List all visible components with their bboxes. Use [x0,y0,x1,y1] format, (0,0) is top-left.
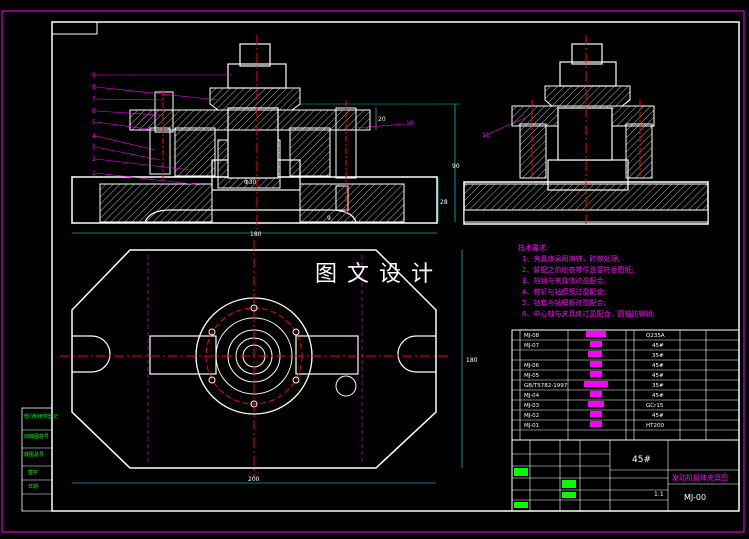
watermark-text: 图文设计 [315,262,444,287]
part-code-2: MJ-07 [524,343,540,349]
part-mat-5: 45# [652,373,664,379]
part-mat-9: 45# [652,413,664,419]
balloon-9: 9 [92,72,96,79]
dim-front-base: 28 [440,199,448,206]
balloon-7: 7 [92,96,96,103]
part-mat-6: 35# [652,383,664,389]
balloon-2: 2 [92,156,96,163]
part-mat-1: Q235A [646,333,665,339]
technical-requirements: 技术要求: 1、夹具体采用铸铁，时效处理; 2、装配之前检查零件是否符合图纸; … [518,243,655,318]
front-section-view: 180 90 28 Φ30 9 20 9 8 7 6 5 4 3 2 [71,35,526,238]
tech-req-line-5: 5、钻套与钻模板过盈配合; [522,298,606,307]
tech-req-line-6: 6、中心轴与夹具体过盈配合，圆轴防转销; [522,309,655,318]
part-code-5: MJ-05 [524,373,540,379]
stamp-label-1: 借(通)用件登记 [24,413,58,420]
balloon-4: 4 [92,133,96,140]
tech-req-line-4: 4、螺钉与钻模板过盈配合; [522,287,606,296]
part-code-6: GB/T5782-1997 [524,383,568,389]
part-code-10: MJ-01 [524,423,539,429]
title-drawing-name: 发动机机体夹具图 [672,473,728,482]
dim-front-height: 90 [452,163,460,170]
side-section-view [463,35,709,225]
parts-list: MJ-08 MJ-07 MJ-06 MJ-05 GB/T5782-1997 MJ… [511,329,740,441]
plan-view: 200 180 [60,240,478,484]
stamp-label-5: 日期 [28,484,38,490]
balloon-10: 10 [406,120,414,127]
drawing-frame [51,21,740,512]
part-mat-7: 45# [652,393,664,399]
part-mat-2: 45# [652,343,664,349]
tech-req-line-3: 3、挡销与夹具体过盈配合; [522,276,606,285]
part-code-9: MJ-02 [524,413,539,419]
part-code-1: MJ-08 [524,333,540,339]
stamp-label-4: 签字 [28,469,38,476]
dim-top-right: 20 [378,116,386,123]
title-material: 45# [632,455,651,465]
dim-top-height: 180 [466,357,478,364]
outer-border [1,10,745,533]
part-mat-10: HT200 [646,423,664,429]
side-stamp-column: 借(通)用件登记 旧底图总号 底图总号 签字 日期 [21,407,58,512]
title-block: 45# 发动机机体夹具图 MJ-00 1:1 [511,439,740,512]
dim-front-width: 180 [250,231,262,238]
balloon-11: 11 [482,132,490,139]
title-scale: 1:1 [654,491,664,498]
part-mat-8: GCr15 [646,403,664,409]
stamp-label-2: 旧底图总号 [24,433,49,440]
stamp-label-3: 底图总号 [24,451,44,458]
part-code-4: MJ-06 [524,363,540,369]
part-code-7: MJ-04 [524,393,540,399]
tech-req-title: 技术要求: [518,243,548,252]
tech-req-line-1: 1、夹具体采用铸铁，时效处理; [522,254,620,263]
part-mat-4: 45# [652,363,664,369]
part-mat-3: 35# [652,353,664,359]
balloon-6: 6 [92,108,96,115]
tech-req-line-2: 2、装配之前检查零件是否符合图纸; [522,265,634,274]
balloon-8: 8 [92,84,96,91]
dim-top-width: 200 [248,476,260,483]
balloon-3: 3 [92,144,96,151]
balloon-1: 1 [92,170,96,177]
title-drawing-no: MJ-00 [684,493,706,502]
part-code-8: MJ-03 [524,403,540,409]
balloon-5: 5 [92,119,96,126]
corner-box [51,21,98,35]
dim-bottom-small: 9 [327,215,331,222]
dim-bore: Φ30 [244,179,257,186]
